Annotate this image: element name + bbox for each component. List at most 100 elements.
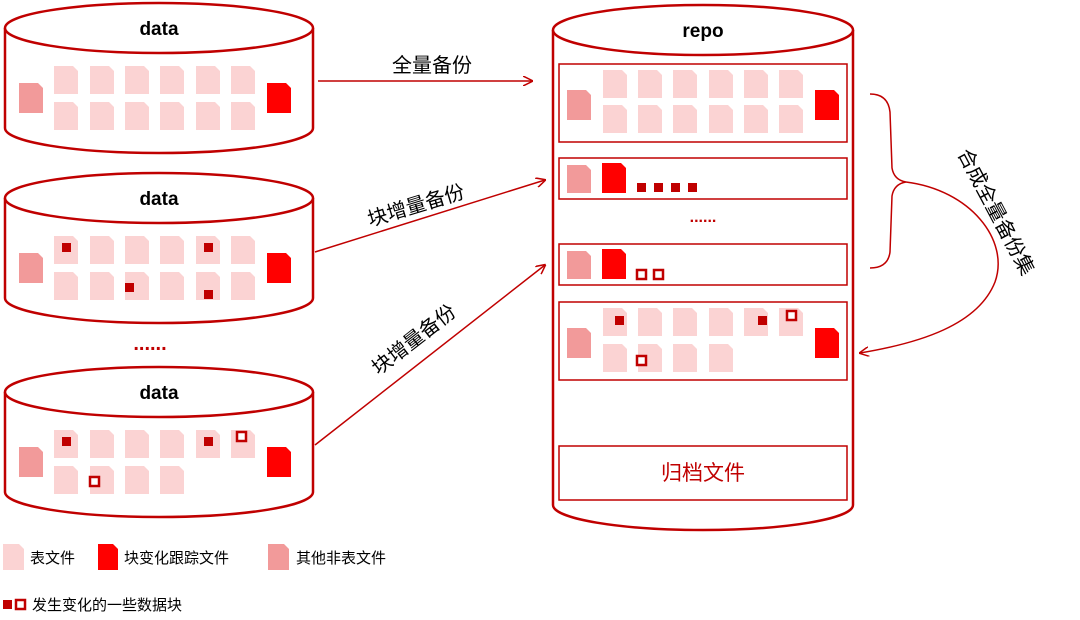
changed-block bbox=[637, 183, 646, 192]
legend-tracking-file: 块变化跟踪文件 bbox=[124, 549, 229, 567]
tracking-file bbox=[815, 328, 839, 358]
changed-block bbox=[125, 283, 134, 292]
repo-incremental-box-2 bbox=[558, 243, 848, 286]
changed-block bbox=[204, 243, 213, 252]
legend-table-file: 表文件 bbox=[30, 549, 75, 567]
legend-changed-blocks: 发生变化的一些数据块 bbox=[32, 596, 182, 614]
table-file bbox=[54, 66, 78, 94]
repo-synthetic-full-box bbox=[558, 301, 848, 381]
other-file-icon bbox=[268, 544, 289, 570]
table-file bbox=[160, 102, 184, 130]
file-grid bbox=[19, 66, 291, 130]
table-file bbox=[54, 102, 78, 130]
table-file bbox=[54, 272, 78, 300]
changed-block bbox=[688, 183, 697, 192]
tracking-file bbox=[815, 90, 839, 120]
changed-block-hollow bbox=[635, 354, 648, 367]
changed-block-icon bbox=[3, 600, 12, 609]
table-file bbox=[673, 308, 697, 336]
changed-block bbox=[62, 243, 71, 252]
changed-block-hollow bbox=[235, 430, 248, 443]
table-file bbox=[90, 102, 114, 130]
data-cylinder-top: data bbox=[3, 1, 315, 155]
table-file-icon bbox=[3, 544, 24, 570]
file-grid bbox=[19, 430, 291, 494]
changed-block-hollow bbox=[635, 268, 648, 281]
synthesize-label: 合成全量备份集 bbox=[953, 144, 1040, 279]
tracking-file bbox=[602, 163, 626, 193]
tracking-file-icon bbox=[98, 544, 118, 570]
repo-cylinder: repo ...... 归档文件 bbox=[551, 3, 855, 532]
data-cylinder-middle: data bbox=[3, 171, 315, 325]
table-file bbox=[125, 102, 149, 130]
table-file bbox=[779, 105, 803, 133]
table-file bbox=[673, 344, 697, 372]
table-file bbox=[709, 70, 733, 98]
table-file bbox=[125, 236, 149, 264]
table-file bbox=[125, 466, 149, 494]
table-file bbox=[160, 66, 184, 94]
table-file bbox=[744, 70, 768, 98]
other-file bbox=[567, 90, 591, 120]
file-grid bbox=[19, 236, 291, 300]
cylinder-title: data bbox=[139, 19, 179, 40]
data-cylinder-bottom: data bbox=[3, 365, 315, 519]
changed-block bbox=[62, 437, 71, 446]
other-file bbox=[19, 253, 43, 283]
changed-block bbox=[615, 316, 624, 325]
table-file bbox=[779, 70, 803, 98]
table-file bbox=[673, 105, 697, 133]
table-file bbox=[160, 430, 184, 458]
table-file bbox=[603, 344, 627, 372]
other-file bbox=[567, 328, 591, 358]
repo-incremental-box-1 bbox=[558, 157, 848, 200]
cylinder-title: repo bbox=[682, 21, 723, 42]
table-file bbox=[90, 66, 114, 94]
repo-file-grid bbox=[567, 70, 839, 372]
table-file bbox=[638, 70, 662, 98]
table-file bbox=[709, 344, 733, 372]
changed-block bbox=[758, 316, 767, 325]
changed-block bbox=[671, 183, 680, 192]
repo-ellipsis: ...... bbox=[690, 209, 717, 226]
tracking-file bbox=[267, 253, 291, 283]
table-file bbox=[744, 105, 768, 133]
other-file bbox=[567, 165, 591, 193]
table-file bbox=[90, 272, 114, 300]
ellipsis: ...... bbox=[133, 333, 166, 355]
table-file bbox=[231, 272, 255, 300]
repo-full-backup-box bbox=[558, 63, 848, 143]
arrow-label: 块增量备份 bbox=[365, 179, 468, 231]
table-file bbox=[125, 430, 149, 458]
legend-other-file: 其他非表文件 bbox=[296, 549, 386, 567]
table-file bbox=[638, 105, 662, 133]
other-file bbox=[19, 447, 43, 477]
table-file bbox=[196, 102, 220, 130]
changed-block bbox=[654, 183, 663, 192]
tracking-file bbox=[267, 83, 291, 113]
tracking-file bbox=[602, 249, 626, 279]
table-file bbox=[744, 308, 768, 336]
table-file bbox=[603, 70, 627, 98]
table-file bbox=[231, 66, 255, 94]
changed-block-hollow bbox=[652, 268, 665, 281]
arrow-label: 全量备份 bbox=[392, 53, 472, 77]
table-file bbox=[160, 236, 184, 264]
table-file bbox=[125, 66, 149, 94]
table-file bbox=[638, 308, 662, 336]
table-file bbox=[90, 430, 114, 458]
table-file bbox=[196, 272, 220, 300]
changed-block-hollow bbox=[785, 309, 798, 322]
table-file bbox=[709, 105, 733, 133]
cylinder-title: data bbox=[139, 383, 179, 404]
changed-block bbox=[204, 290, 213, 299]
table-file bbox=[54, 466, 78, 494]
tracking-file bbox=[267, 447, 291, 477]
table-file bbox=[160, 466, 184, 494]
synthesize-bracket: 合成全量备份集 bbox=[860, 93, 1040, 353]
table-file bbox=[125, 272, 149, 300]
other-file bbox=[567, 251, 591, 279]
cylinder-title: data bbox=[139, 189, 179, 210]
table-file bbox=[603, 105, 627, 133]
